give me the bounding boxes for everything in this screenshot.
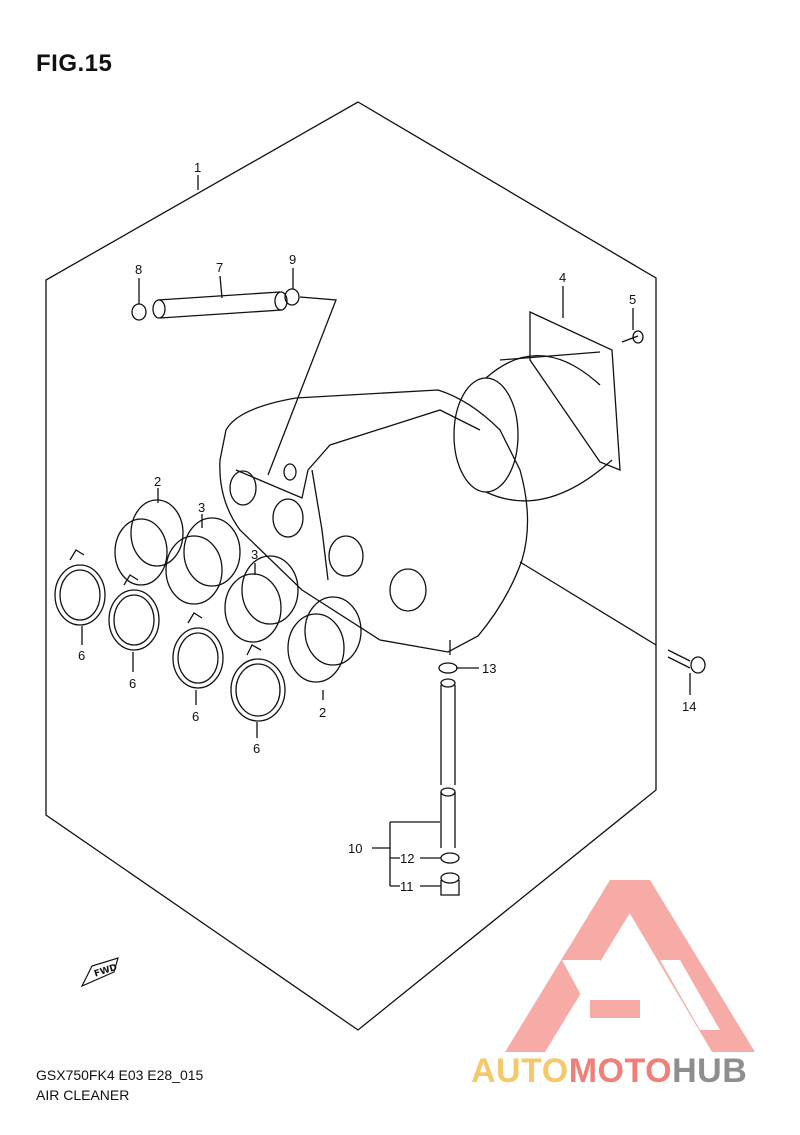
- watermark-part-hub: HUB: [672, 1052, 748, 1090]
- watermark-text: AUTOMOTOHUB: [471, 1052, 747, 1091]
- intake-joint-part-3-a: [165, 517, 241, 605]
- air-cleaner-box-part-1: [219, 389, 529, 655]
- callout-12: 12: [400, 851, 414, 866]
- intake-joint-part-2-a: [114, 499, 184, 586]
- forward-direction-arrow: FWD: [80, 957, 119, 988]
- filter-element-part-4: [453, 310, 621, 502]
- callout-3-a: 3: [198, 500, 205, 515]
- drain-hose-part-10: [440, 678, 456, 848]
- callout-2-a: 2: [154, 474, 161, 489]
- hose-clamp-part-6-a: [54, 549, 106, 626]
- callout-8: 8: [135, 262, 142, 277]
- section-name: AIR CLEANER: [36, 1087, 130, 1103]
- callout-6-b: 6: [129, 676, 136, 691]
- callout-14: 14: [682, 699, 696, 714]
- callout-7: 7: [216, 260, 223, 275]
- watermark-logo-icon: [505, 880, 755, 1052]
- callout-4: 4: [559, 270, 566, 285]
- callout-11: 11: [400, 879, 414, 894]
- callout-13: 13: [482, 661, 496, 676]
- clip-part-12: [440, 852, 460, 864]
- figure-title: FIG.15: [36, 50, 113, 77]
- callout-10: 10: [348, 841, 362, 856]
- clip-part-8: [131, 303, 147, 321]
- hose-clamp-part-6-d: [230, 644, 286, 722]
- assembly-boundary: [45, 101, 657, 1031]
- callout-2-b: 2: [319, 705, 326, 720]
- watermark-part-moto: MOTO: [568, 1052, 673, 1090]
- watermark-part-auto: AUTO: [471, 1052, 569, 1090]
- hose-clamp-part-6-c: [172, 612, 224, 689]
- clip-part-13: [438, 662, 458, 674]
- callout-6-d: 6: [253, 741, 260, 756]
- screw-part-5: [621, 330, 644, 344]
- drain-plug-part-11: [440, 872, 460, 896]
- callout-5: 5: [629, 292, 636, 307]
- callout-6-a: 6: [78, 648, 85, 663]
- hose-clamp-part-6-b: [108, 574, 160, 651]
- callout-9: 9: [289, 252, 296, 267]
- intake-joint-part-2-b: [287, 596, 362, 683]
- clip-part-9: [284, 288, 300, 306]
- callout-1: 1: [194, 160, 201, 175]
- intake-joint-part-3-b: [224, 555, 299, 643]
- intake-hose-part-7: [152, 291, 288, 319]
- bolt-part-14: [667, 649, 706, 674]
- callout-3-b: 3: [251, 547, 258, 562]
- model-code: GSX750FK4 E03 E28_015: [36, 1067, 204, 1083]
- callout-6-c: 6: [192, 709, 199, 724]
